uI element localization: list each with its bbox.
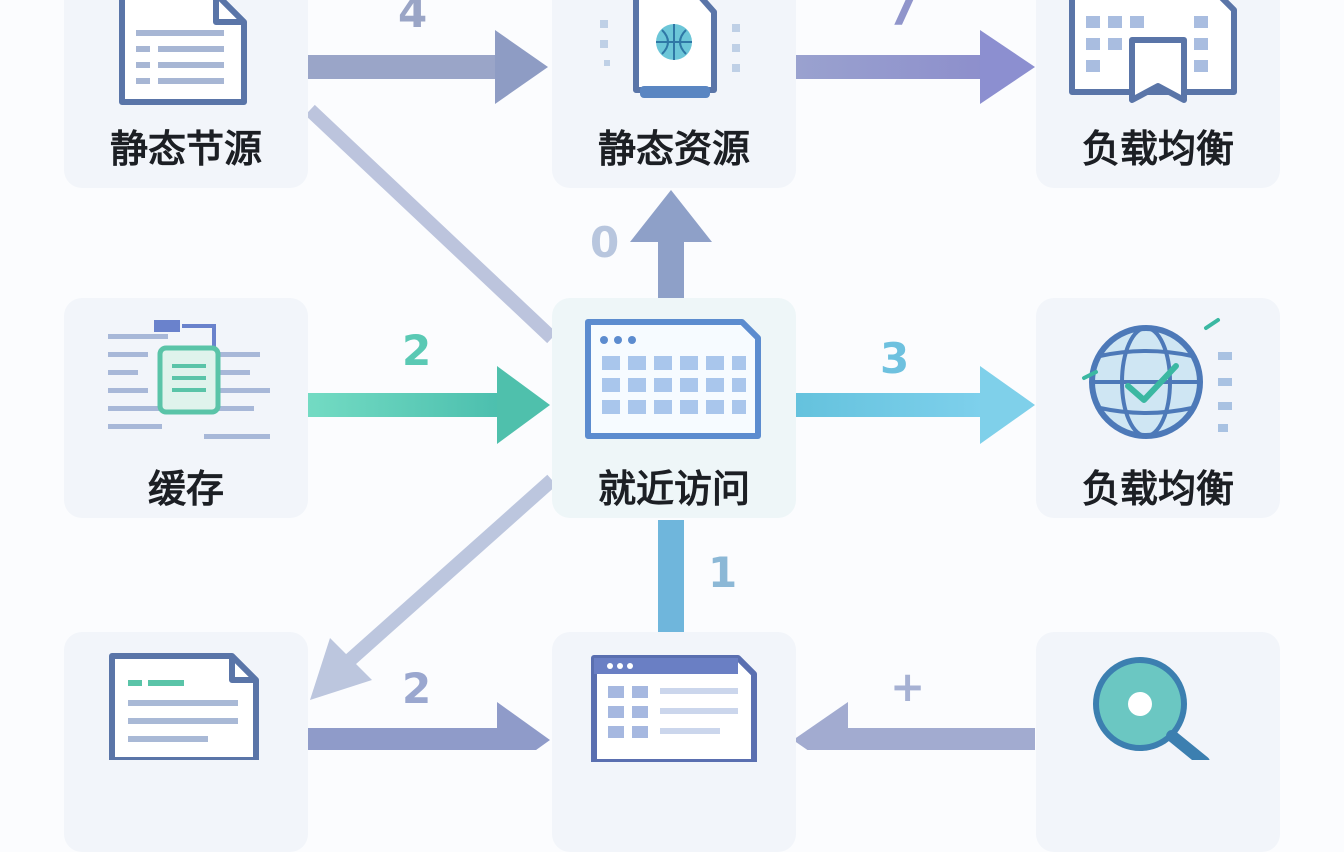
node-cache[interactable]: 缓存 <box>64 298 308 518</box>
arrow-n5-n6 <box>793 366 1035 444</box>
node-label: 负载均衡 <box>1081 127 1234 171</box>
node-label: 缓存 <box>147 467 224 511</box>
globe-server-icon <box>600 0 740 98</box>
globe-check-icon <box>1082 318 1232 439</box>
node-load-balance-top[interactable]: 负载均衡 <box>1036 0 1280 188</box>
arrow-n5-n7-diagonal <box>310 474 557 700</box>
arrow-n1-n5-diagonal <box>305 104 557 344</box>
arrow-n7-n8 <box>308 702 550 750</box>
edge-label-2-bottom: 2 <box>402 664 432 713</box>
arrow-n9-n8 <box>793 702 1035 750</box>
edge-label-0: 0 <box>590 218 620 267</box>
node-static-resource[interactable]: 静态资源 <box>552 0 796 188</box>
node-load-balance-middle[interactable]: 负载均衡 <box>1036 298 1280 518</box>
arrow-n4-n5 <box>308 366 550 444</box>
circuit-document-icon <box>108 320 270 439</box>
arrow-n2-n3 <box>793 30 1035 104</box>
arrow-n5-n2 <box>630 190 712 300</box>
calendar-book-icon <box>1069 0 1237 103</box>
node-label: 静态节源 <box>109 127 262 171</box>
node-bottom-center[interactable] <box>552 632 796 852</box>
node-static-source[interactable]: 静态节源 <box>64 0 308 188</box>
magnifier-icon <box>1093 657 1210 760</box>
node-bottom-left[interactable] <box>64 632 308 852</box>
edge-label-3: 3 <box>880 334 910 383</box>
edge-label-1: 1 <box>708 548 738 597</box>
edge-label-plus: + <box>890 662 926 711</box>
arrow-n1-n2 <box>308 30 548 104</box>
node-label: 就近访问 <box>597 467 750 511</box>
browser-table-icon <box>591 655 757 762</box>
calendar-grid-icon <box>585 319 761 439</box>
arrow-n8-n5 <box>658 520 684 632</box>
node-bottom-right[interactable] <box>1036 632 1280 852</box>
arrows-layer <box>305 30 1035 750</box>
document-list-icon <box>119 0 247 105</box>
document-lines-icon <box>109 653 259 760</box>
node-nearby-access[interactable]: 就近访问 <box>552 298 796 518</box>
node-label: 负载均衡 <box>1081 467 1234 511</box>
edge-label-4: 4 <box>398 0 428 37</box>
edge-label-2-middle: 2 <box>402 326 432 375</box>
edge-label-7: 7 <box>888 0 918 35</box>
node-label: 静态资源 <box>597 127 750 171</box>
